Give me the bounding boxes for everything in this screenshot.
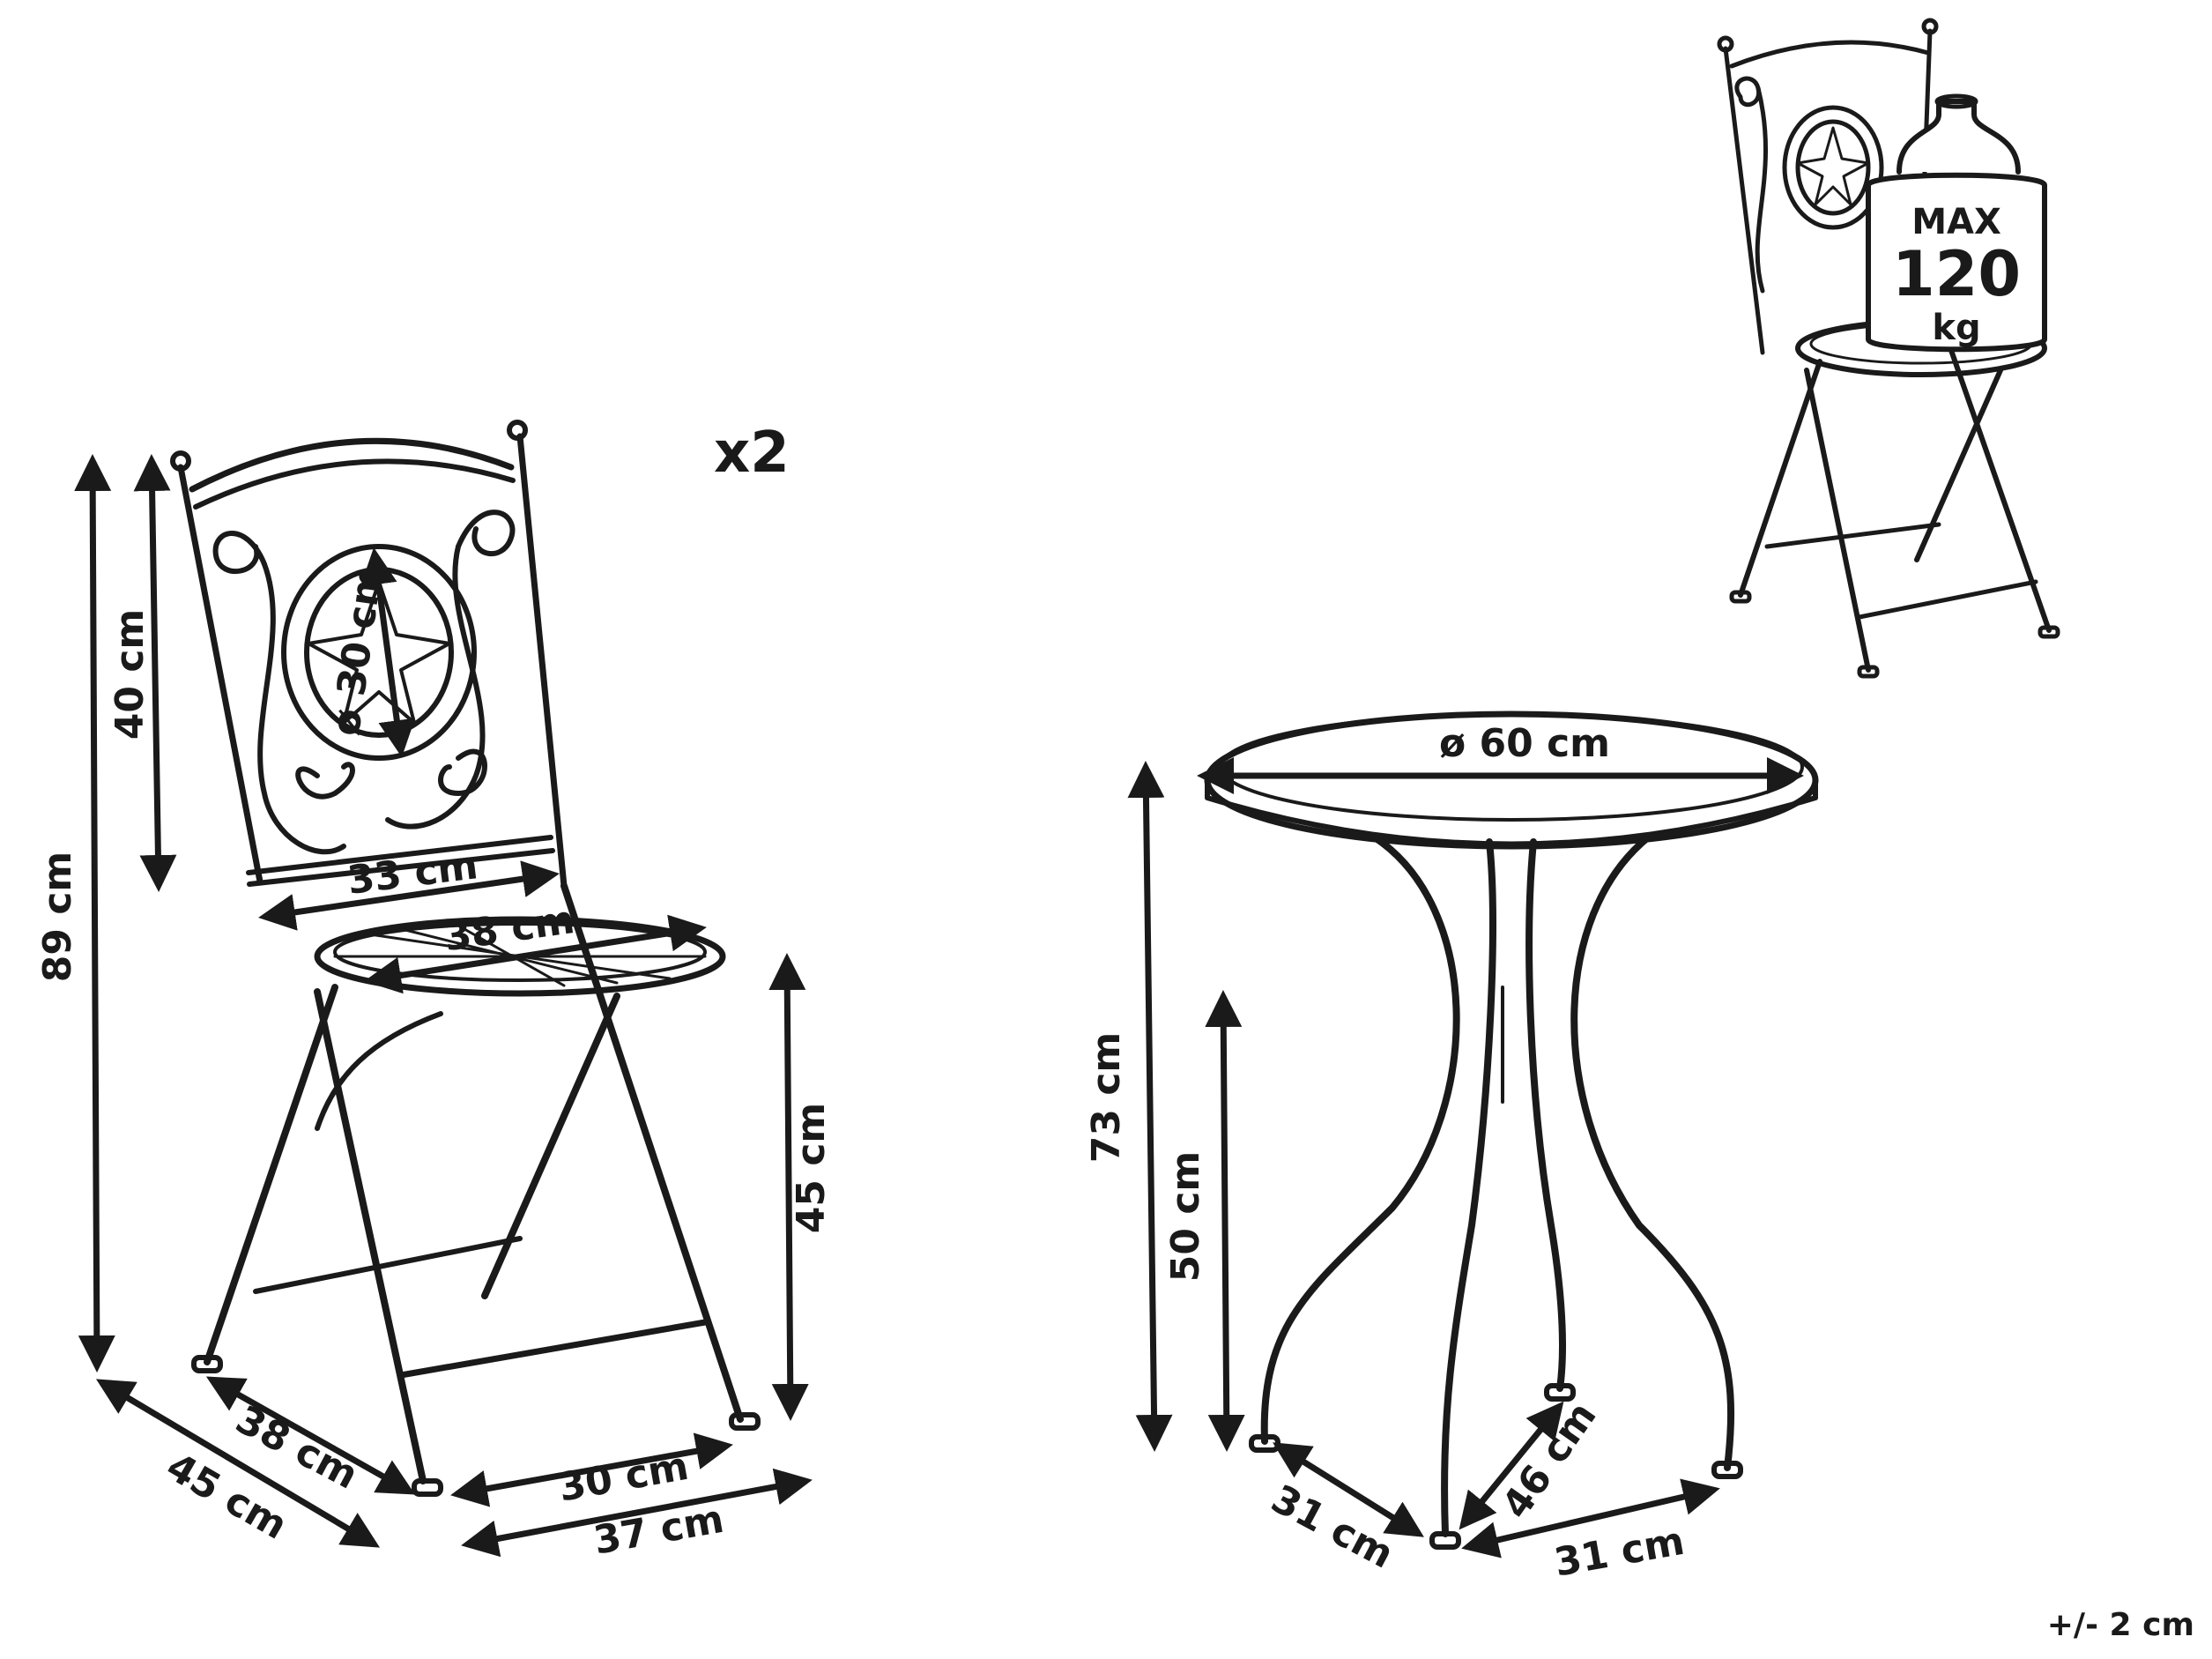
load-chair-drawing [1717, 18, 2060, 679]
quantity-label: x2 [714, 420, 790, 486]
table-drawing [1204, 710, 1819, 1550]
chair-total-height-label: 89 cm [35, 852, 80, 982]
chair-drawing [170, 420, 761, 1497]
load-badge-value-label: 120 [1892, 238, 2021, 310]
table-dimension-lines [1127, 757, 1804, 1559]
table-leg-height-label: 50 cm [1163, 1151, 1208, 1282]
table-base-diagonal-label: 46 cm [1494, 1394, 1606, 1527]
load-badge-unit-label: kg [1932, 308, 1980, 348]
table-top-diameter-label: ø 60 cm [1439, 721, 1610, 766]
chair-backrest-width-label: 33 cm [345, 843, 480, 904]
chair-foot-width-label: 30 cm [555, 1444, 692, 1511]
table-base-left-label: 31 cm [1264, 1477, 1400, 1578]
table-total-height-label: 73 cm [1084, 1032, 1129, 1163]
tolerance-note: +/- 2 cm [2047, 1607, 2194, 1643]
chair-backrest-height-label: 40 cm [108, 609, 152, 740]
load-badge-max-label: MAX [1911, 202, 2001, 242]
table-base-right-label: 31 cm [1551, 1519, 1688, 1586]
chair-overall-width-label: 37 cm [590, 1497, 727, 1564]
chair-seat-height-label: 45 cm [789, 1103, 834, 1233]
chair-dimension-lines [74, 454, 813, 1558]
